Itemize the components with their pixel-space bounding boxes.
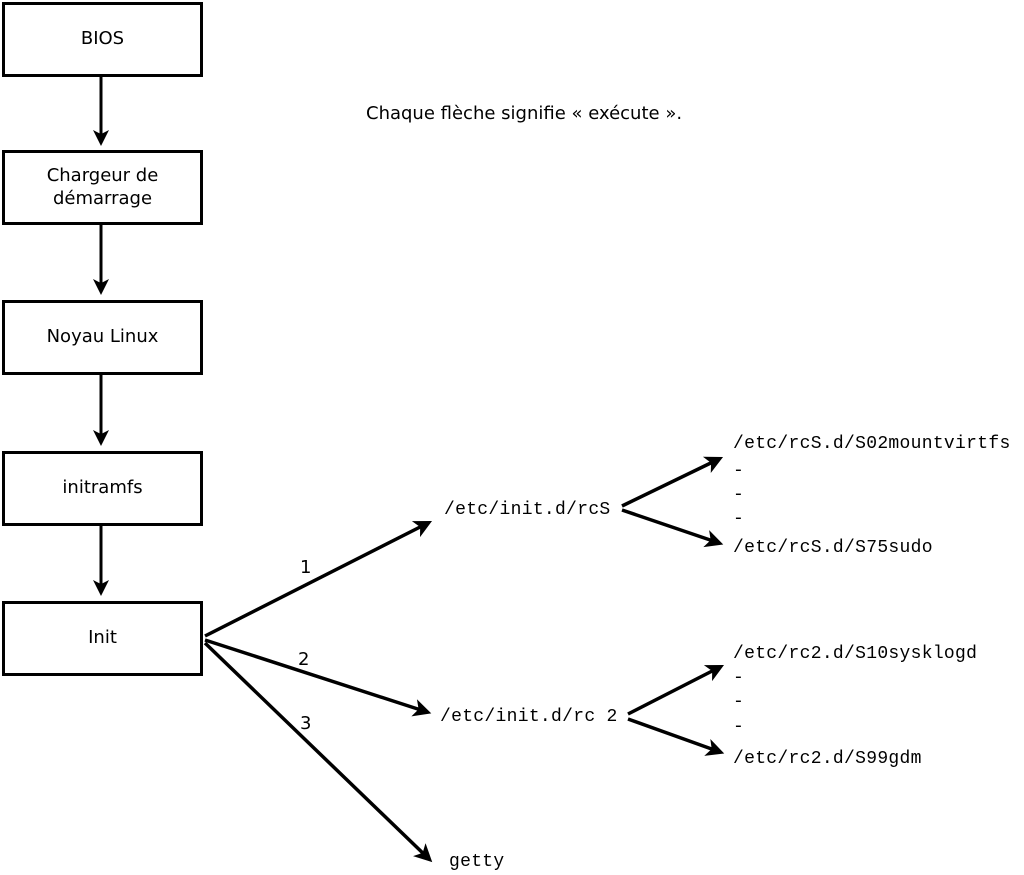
- script-rc2-first: /etc/rc2.d/S10sysklogd: [733, 644, 978, 664]
- arrow-rc2-to-s99gdm: [627, 717, 725, 756]
- node-bootloader: Chargeur de démarrage: [2, 150, 203, 225]
- arrow-init-to-getty: [203, 641, 433, 863]
- target-init-d-rcs: /etc/init.d/rcS: [444, 500, 611, 520]
- branch-order-2: 2: [298, 649, 310, 670]
- script-rc2-last: /etc/rc2.d/S99gdm: [733, 749, 922, 769]
- target-getty: getty: [449, 852, 505, 872]
- branch-order-1: 1: [300, 557, 312, 578]
- node-init: Init: [2, 601, 203, 676]
- node-initramfs-label: initramfs: [62, 477, 143, 499]
- script-rcs-first: /etc/rcS.d/S02mountvirtfs: [733, 434, 1011, 454]
- script-rc2-ellipsis-dash: -: [733, 692, 745, 712]
- arrow-rcs-to-s75sudo: [621, 508, 724, 548]
- target-init-d-rc2: /etc/init.d/rc 2: [440, 707, 618, 727]
- script-rc2-ellipsis-dash: -: [733, 717, 745, 737]
- node-initramfs: initramfs: [2, 451, 203, 526]
- script-rcs-ellipsis-dash: -: [733, 509, 745, 529]
- node-bios: BIOS: [2, 2, 203, 77]
- node-kernel-label: Noyau Linux: [46, 326, 159, 348]
- script-rcs-last: /etc/rcS.d/S75sudo: [733, 538, 933, 558]
- node-kernel: Noyau Linux: [2, 300, 203, 375]
- diagram-caption: Chaque flèche signifie « exécute ».: [366, 103, 683, 124]
- node-init-label: Init: [88, 627, 117, 649]
- script-rcs-ellipsis-dash: -: [733, 461, 745, 481]
- script-rcs-ellipsis-dash: -: [733, 485, 745, 505]
- arrow-rcs-to-s02mountvirtfs: [621, 456, 724, 508]
- arrow-init-to-rc2: [204, 638, 432, 717]
- script-rc2-ellipsis-dash: -: [733, 668, 745, 688]
- branch-order-3: 3: [300, 713, 312, 734]
- arrow-rc2-to-s10sysklogd: [627, 664, 725, 716]
- node-bootloader-label: Chargeur de démarrage: [46, 165, 159, 209]
- node-bios-label: BIOS: [80, 28, 125, 50]
- arrow-init-to-rcs: [204, 520, 433, 638]
